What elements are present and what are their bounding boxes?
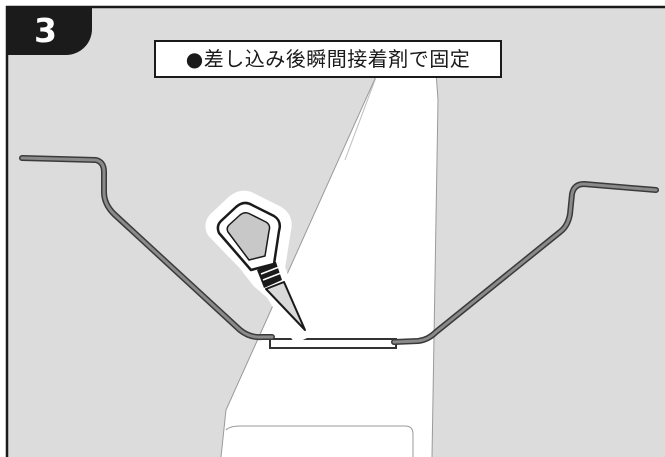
step-number: 3 [34,11,57,50]
pillar [220,71,439,457]
wire-slot [269,338,397,349]
bent-wire [19,155,659,345]
instruction-caption: ●差し込み後瞬間接着剤で固定 [154,40,502,78]
step-number-badge: 3 [7,7,92,55]
caption-text: ●差し込み後瞬間接着剤で固定 [185,47,471,71]
glue-tube-icon [205,190,314,342]
